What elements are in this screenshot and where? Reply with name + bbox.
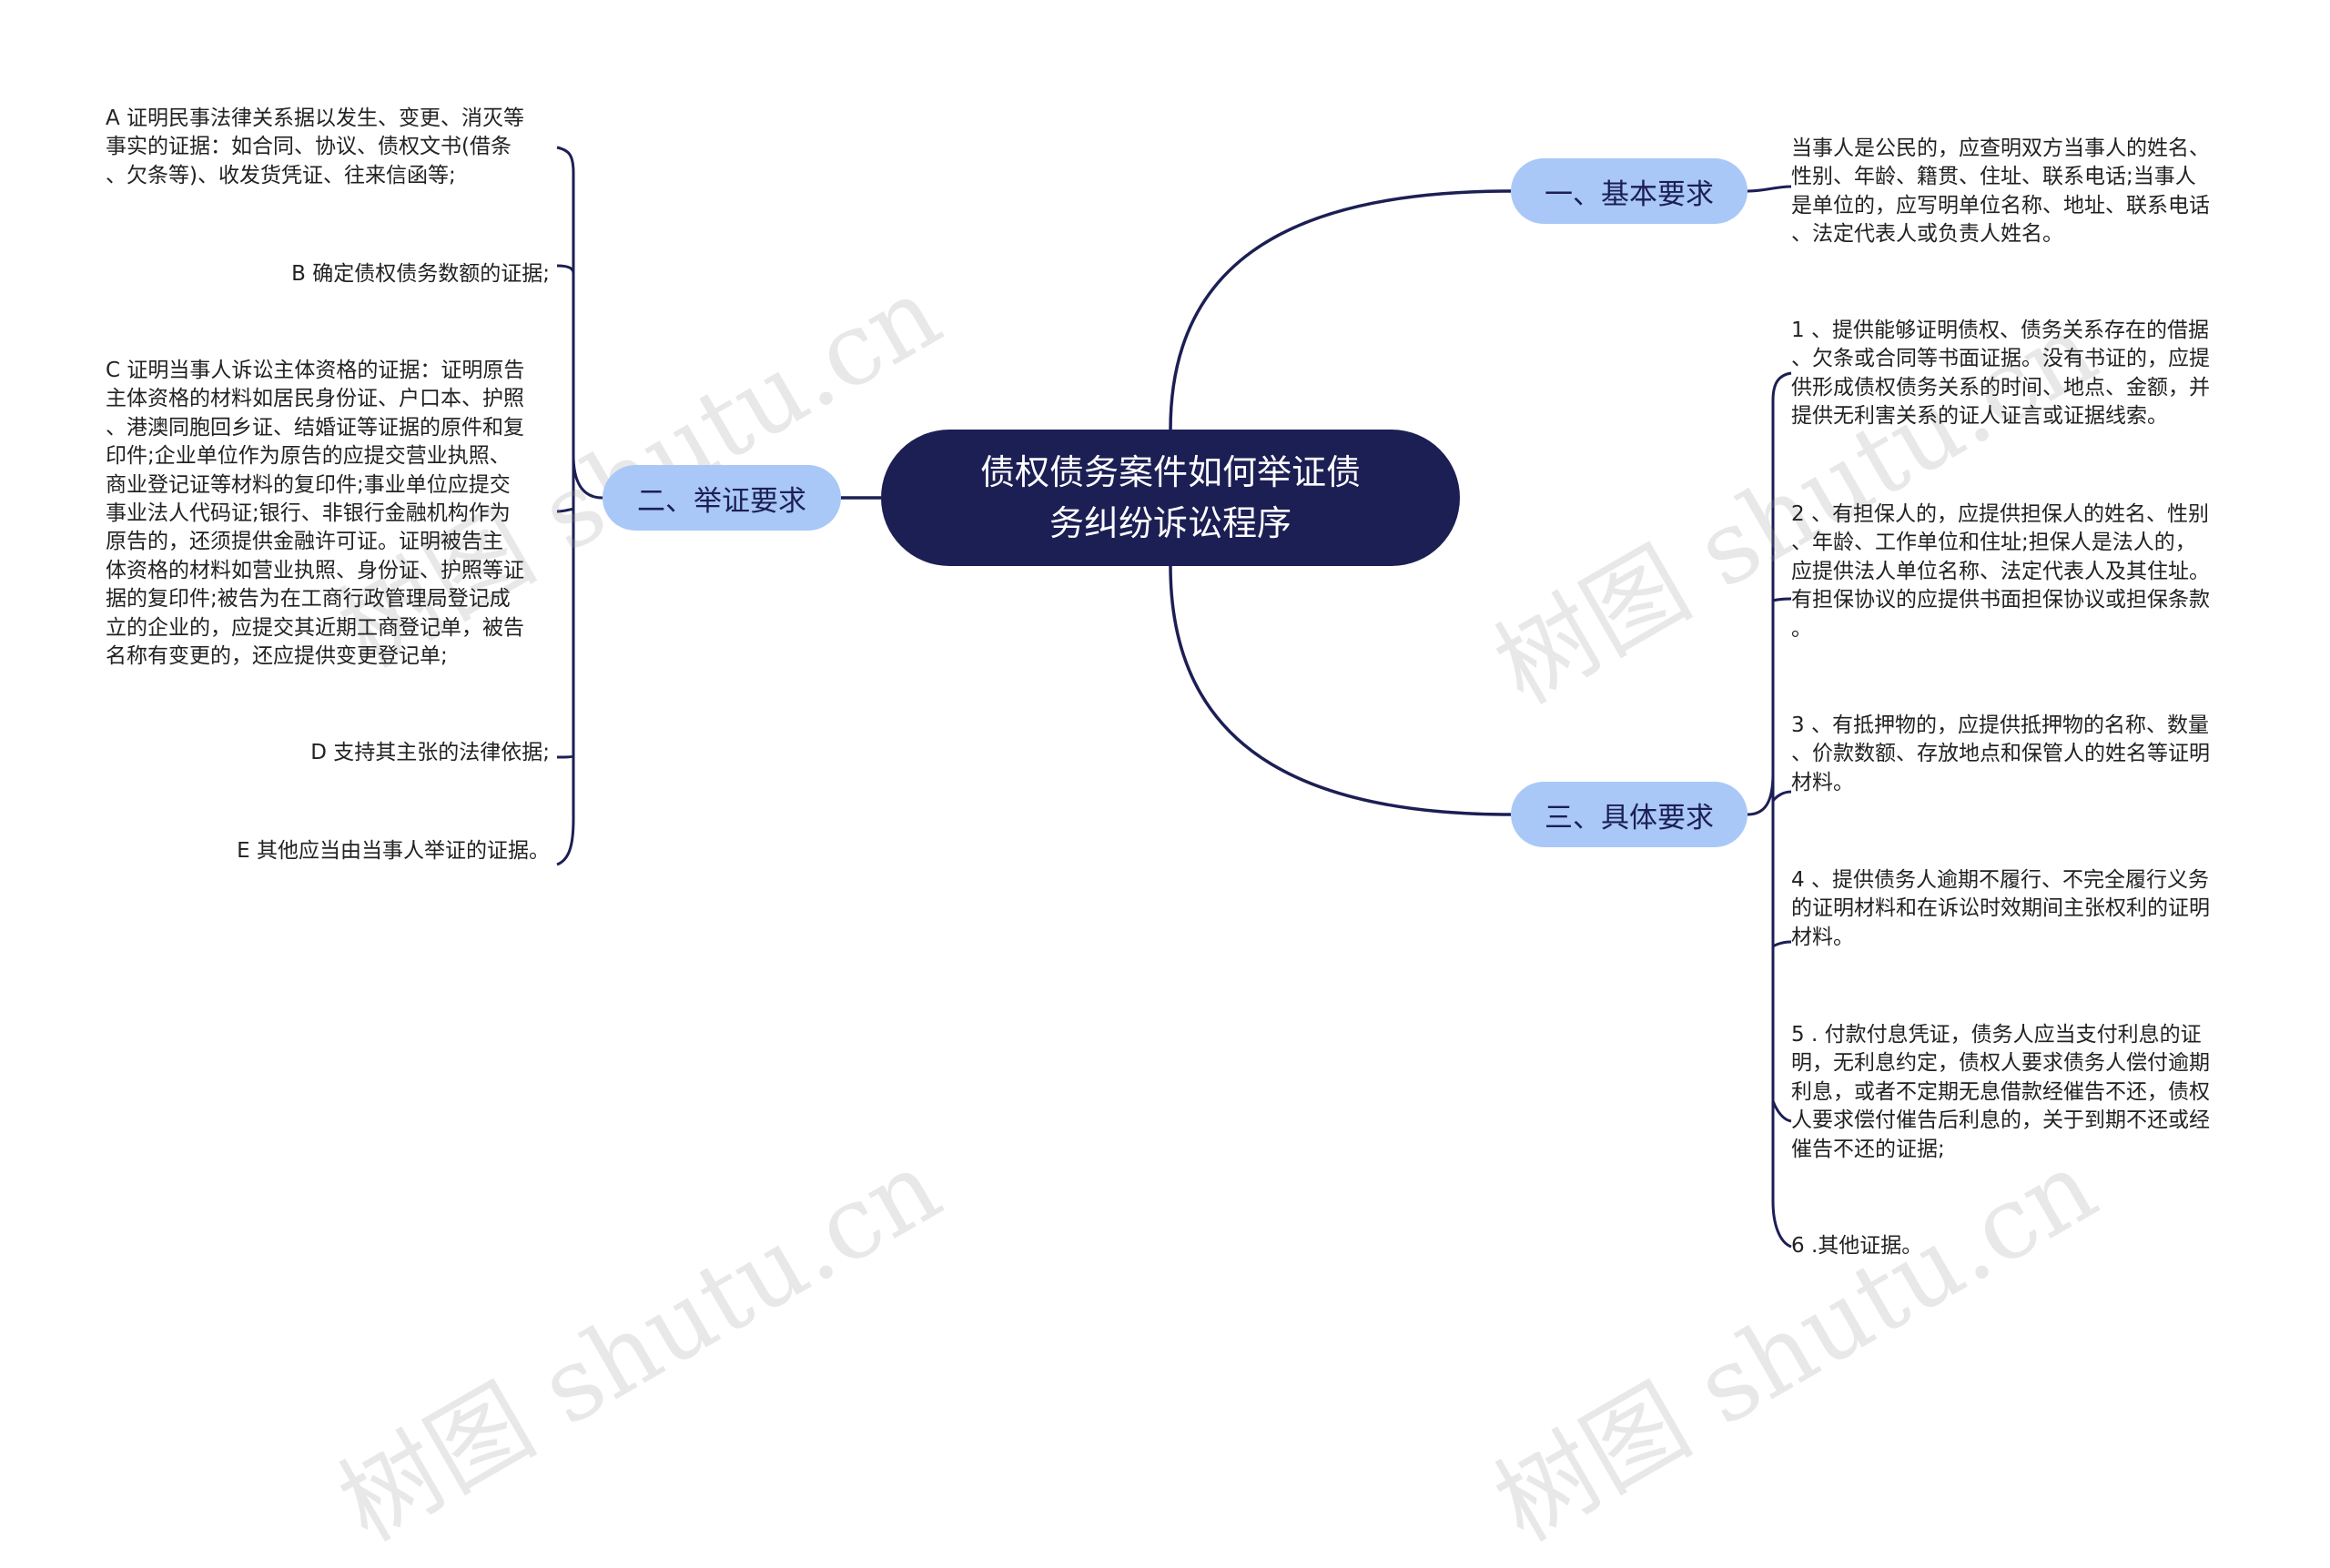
edge-root-specific — [1169, 565, 1512, 816]
branch-evidence-requirements[interactable]: 二、举证要求 — [603, 465, 841, 531]
evidence-item-d: D 支持其主张的法律依据; — [310, 741, 550, 764]
edge-specific-bracket — [1747, 371, 1792, 1249]
edge-basic-item — [1747, 185, 1792, 193]
evidence-item-e: E 其他应当由当事人举证的证据。 — [237, 839, 550, 863]
specific-item-4: 4 、提供债务人逾期不履行、不完全履行义务 的证明材料和在诉讼时效期间主张权利的… — [1791, 868, 2210, 949]
specific-item-6: 6 .其他证据。 — [1791, 1234, 1923, 1258]
evidence-item-b: B 确定债权债务数额的证据; — [291, 262, 550, 286]
specific-item-1: 1 、提供能够证明债权、债务关系存在的借据 、欠条或合同等书面证据。没有书证的，… — [1791, 319, 2210, 429]
root-title: 债权债务案件如何举证债 务纠纷诉讼程序 — [979, 452, 1361, 543]
specific-item-3: 3 、有抵押物的，应提供抵押物的名称、数量 、价款数额、存放地点和保管人的姓名等… — [1791, 713, 2210, 794]
root-topic[interactable]: 债权债务案件如何举证债 务纠纷诉讼程序 — [881, 430, 1460, 566]
specific-item-2: 2 、有担保人的，应提供担保人的姓名、性别 、年龄、工作单位和住址;担保人是法人… — [1791, 502, 2210, 641]
mind-map: 树图 shutu.cn 树图 shutu.cn 树图 shutu.cn 树图 s… — [106, 106, 2210, 1563]
evidence-item-a: A 证明民事法律关系据以发生、变更、消灭等 事实的证据：如合同、协议、债权文书(… — [106, 106, 525, 187]
branch-basic-requirements[interactable]: 一、基本要求 — [1511, 158, 1748, 224]
edge-root-basic — [1169, 189, 1512, 430]
connector-lines — [556, 146, 1792, 1249]
basic-item: 当事人是公民的，应查明双方当事人的姓名、 性别、年龄、籍贯、住址、联系电话;当事… — [1791, 137, 2210, 247]
evidence-item-c: C 证明当事人诉讼主体资格的证据：证明原告 主体资格的材料如居民身份证、户口本、… — [106, 359, 525, 669]
edge-evidence-bracket — [556, 146, 603, 866]
branch-specific-requirements[interactable]: 三、具体要求 — [1511, 782, 1748, 847]
specific-item-5: 5 . 付款付息凭证，债务人应当支付利息的证 明，无利息约定，债权人要求债务人偿… — [1791, 1023, 2210, 1161]
